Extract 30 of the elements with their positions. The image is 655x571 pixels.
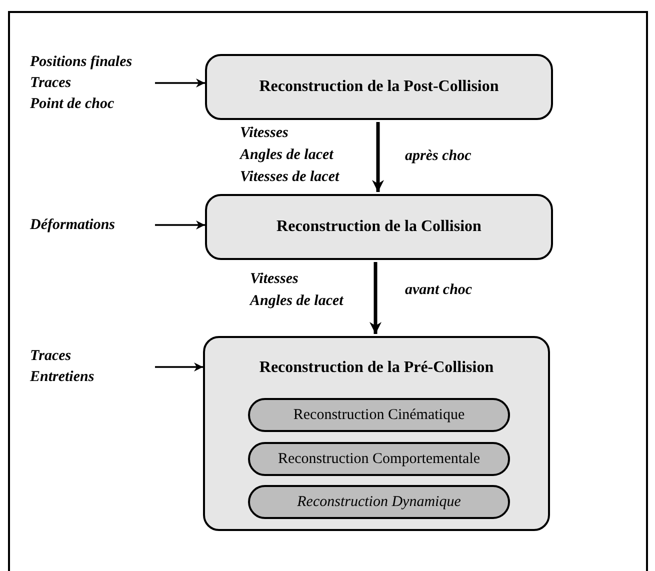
stage-title: Reconstruction Comportementale — [278, 450, 480, 469]
method-pill — [248, 398, 510, 432]
stage-title: Reconstruction de la Collision — [276, 217, 482, 237]
arrow — [155, 78, 205, 88]
input-label: Déformations — [30, 216, 116, 234]
data-label: Angles de lacet — [240, 146, 334, 165]
data-label: Vitesses — [250, 270, 298, 289]
data-label: Vitesses — [240, 124, 288, 143]
stage-title: Reconstruction de la Post-Collision — [259, 77, 499, 97]
method-pill — [248, 485, 510, 519]
stage-box — [205, 194, 553, 260]
arrow — [155, 362, 203, 372]
arrow — [155, 220, 205, 230]
input-label: Entretiens — [30, 368, 96, 387]
edge-label: avant choc — [405, 281, 472, 300]
stage-title: Reconstruction Dynamique — [297, 492, 461, 512]
data-label: Vitesses de lacet — [240, 168, 340, 187]
arrow — [372, 122, 384, 192]
stage-box — [205, 54, 553, 120]
data-label: Angles de lacet — [250, 292, 344, 311]
stage-group-box — [203, 336, 550, 531]
stage-title: Reconstruction de la Pré-Collision — [259, 358, 494, 378]
input-label: Traces — [30, 347, 72, 366]
input-label: Point de choc — [30, 94, 116, 114]
edge-label: après choc — [405, 147, 472, 166]
arrow — [370, 262, 382, 334]
method-pill — [248, 442, 510, 476]
input-label: Positions finales — [30, 52, 134, 72]
input-label: Traces — [30, 74, 72, 92]
stage-title: Reconstruction Cinématique — [293, 406, 465, 425]
